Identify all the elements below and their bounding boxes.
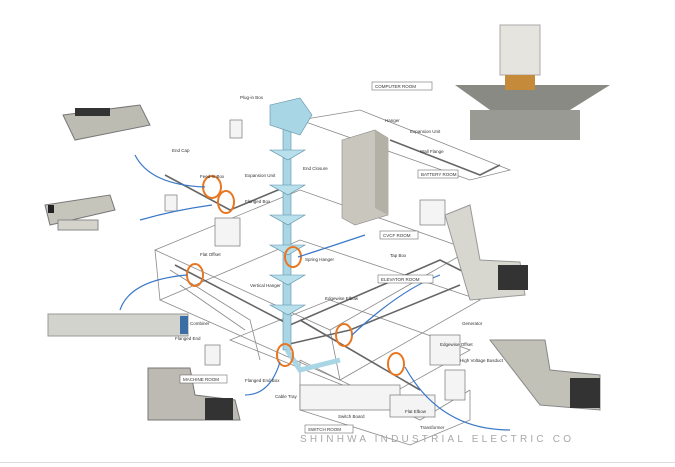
component-labels: Plug-in Box Hanger Expansion Unit Wall F… (172, 95, 504, 430)
room-elevator: ELEVATOR ROOM (381, 277, 420, 282)
photo-elbow (147, 367, 241, 421)
label-flanged-end: Flanged End (175, 336, 201, 341)
label-high-voltage: High Voltage Busduct (460, 358, 504, 363)
label-tap-box: Tap Box (390, 253, 407, 258)
label-transformer: Transformer (420, 425, 445, 430)
photo-feed-in (44, 194, 116, 231)
label-feed-in-box: Feed-in Box (200, 174, 225, 179)
cvcf-cabinet (341, 129, 389, 226)
label-end-closure: End Closure (303, 166, 328, 171)
photo-edgewise-elbow (444, 204, 528, 301)
label-flat-offset: Flat Offset (200, 252, 221, 257)
photo-edgewise-offset (488, 339, 601, 411)
label-vertical-hanger: Vertical Hanger (250, 283, 281, 288)
label-spring-hanger: Spring Hanger (305, 257, 335, 262)
highlight-circle (217, 190, 235, 214)
photo-flanged-end (455, 24, 610, 140)
company-name: SHINHWA INDUSTRIAL ELECTRIC CO (300, 434, 575, 445)
label-combiner: Combiner (190, 321, 210, 326)
room-computer: COMPUTER ROOM (375, 84, 416, 89)
label-generator: Generator (462, 321, 483, 326)
vertical-riser (268, 97, 341, 373)
photo-straight (47, 313, 189, 337)
divider (0, 462, 675, 463)
equipment (164, 119, 466, 418)
room-battery: BATTERY ROOM (421, 172, 457, 177)
product-photos (44, 24, 610, 421)
label-expansion-unit: Expansion Unit (245, 173, 276, 178)
highlight-circle (202, 175, 222, 199)
room-machine: MACHINE ROOM (183, 377, 219, 382)
pointer-arrows (119, 154, 511, 431)
label-edgewise-offset: Edgewise Offset (440, 342, 473, 347)
label-flanged-box: Flanged Box (245, 199, 271, 204)
photo-plug-in-unit (62, 104, 151, 141)
label-flat-elbow: Flat Elbow (405, 409, 427, 414)
label-cable-tray: Cable Tray (275, 394, 298, 399)
label-wall-flange: Wall Flange (420, 149, 444, 154)
label-edgewise-elbow: Edgewise Elbow (325, 296, 359, 301)
highlight-circle (335, 323, 353, 347)
label-flanged-end-box: Flanged End Box (245, 378, 280, 383)
building-outline (153, 109, 512, 446)
highlight-circle (387, 352, 405, 376)
label-end-cap: End Cap (172, 148, 190, 153)
room-cvcf: CVCF ROOM (383, 233, 411, 238)
label-hanger: Hanger (385, 118, 400, 123)
highlight-circle (276, 343, 294, 367)
highlight-circle (284, 246, 302, 268)
label-plug-in-box: Plug-in Box (240, 95, 264, 100)
room-labels (179, 81, 459, 434)
label-expansion-unit-top: Expansion Unit (410, 129, 441, 134)
label-switch-board: Switch Board (338, 414, 365, 419)
room-switch: SWITCH ROOM (308, 427, 341, 432)
